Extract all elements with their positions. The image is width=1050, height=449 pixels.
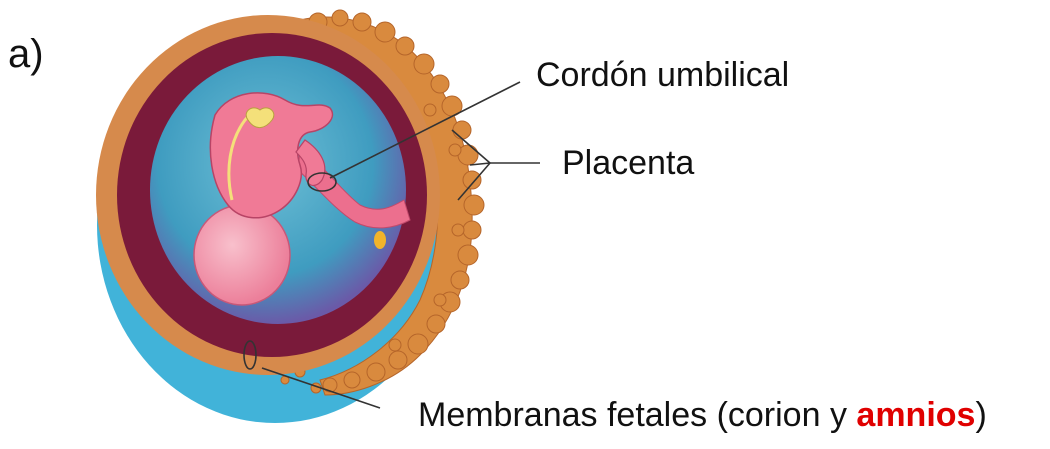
amnios-highlight-text: amnios <box>856 396 975 434</box>
membranas-main-text: Membranas fetales (corion y <box>418 396 856 434</box>
label-cordon-umbilical: Cordón umbilical <box>536 58 789 92</box>
allantois-drop <box>374 231 386 249</box>
membranas-end-text: ) <box>975 396 986 434</box>
yolk-sac <box>194 205 290 305</box>
label-membranas-fetales: Membranas fetales (corion y amnios) <box>418 398 987 432</box>
panel-letter: a) <box>8 34 44 74</box>
label-placenta: Placenta <box>562 146 694 180</box>
